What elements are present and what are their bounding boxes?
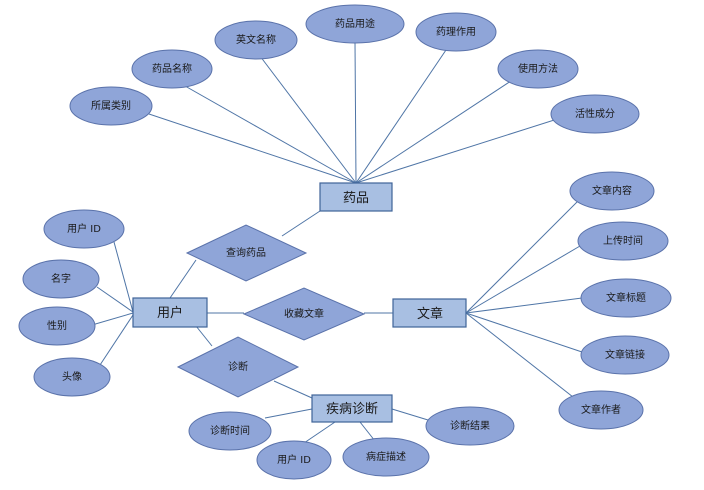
- svg-text:药品: 药品: [343, 191, 369, 206]
- link-diagnosis-time: [264, 408, 313, 419]
- svg-text:性别: 性别: [47, 319, 67, 332]
- attr-drug-method: 使用方法: [497, 49, 579, 89]
- link-article-url: [465, 312, 583, 353]
- svg-text:诊断结果: 诊断结果: [450, 419, 490, 432]
- attr-diagnosis-time: 诊断时间: [188, 411, 272, 451]
- svg-text:疾病诊断: 疾病诊断: [326, 402, 378, 417]
- entity-article: 文章: [392, 298, 467, 328]
- link-diagnose-diagnosis: [273, 380, 313, 399]
- svg-text:病症描述: 病症描述: [366, 450, 406, 463]
- svg-text:文章标题: 文章标题: [606, 291, 646, 304]
- attr-user-gender: 性别: [18, 306, 96, 346]
- relationship-diagnose: 诊断: [176, 336, 300, 398]
- relationship-query-drug: 查询药品: [185, 224, 308, 282]
- svg-text:文章作者: 文章作者: [581, 403, 621, 416]
- attr-article-author: 文章作者: [558, 390, 644, 430]
- svg-text:诊断: 诊断: [228, 360, 248, 373]
- attr-user-name: 名字: [22, 259, 100, 299]
- attr-article-time: 上传时间: [577, 221, 669, 261]
- link-user-id: [113, 241, 134, 313]
- entity-drug: 药品: [319, 182, 393, 212]
- attr-drug-category: 所属类别: [69, 86, 153, 126]
- link-article-title: [465, 297, 583, 314]
- link-query-user: [169, 259, 197, 299]
- svg-text:诊断时间: 诊断时间: [210, 424, 250, 437]
- relationship-collect-article: 收藏文章: [242, 287, 366, 341]
- connector-lines: [91, 41, 583, 444]
- entity-diagnosis: 疾病诊断: [311, 394, 393, 423]
- attr-drug-name: 药品名称: [131, 49, 213, 89]
- svg-text:所属类别: 所属类别: [91, 99, 131, 112]
- svg-text:文章: 文章: [417, 306, 443, 322]
- link-user-diagnose: [195, 325, 213, 347]
- attr-article-title: 文章标题: [580, 278, 672, 318]
- attr-article-content: 文章内容: [569, 171, 655, 211]
- link-drug-pharmacology: [355, 49, 447, 184]
- link-drug-method: [355, 76, 518, 184]
- svg-text:使用方法: 使用方法: [518, 62, 558, 75]
- attr-drug-english-name: 英文名称: [214, 20, 298, 60]
- svg-text:名字: 名字: [51, 272, 71, 285]
- link-drug-name: [177, 81, 357, 184]
- link-drug-ingredient: [355, 114, 571, 184]
- svg-text:头像: 头像: [62, 371, 82, 383]
- svg-text:查询药品: 查询药品: [226, 246, 266, 259]
- svg-text:用户 ID: 用户 ID: [277, 453, 311, 466]
- svg-text:收藏文章: 收藏文章: [284, 307, 324, 320]
- svg-text:英文名称: 英文名称: [236, 33, 276, 46]
- link-article-content: [465, 200, 579, 314]
- attr-diagnosis-symptom: 病症描述: [342, 437, 430, 477]
- link-user-avatar: [99, 314, 134, 366]
- link-article-author: [465, 312, 574, 398]
- link-diagnosis-user-id: [303, 421, 336, 444]
- attr-drug-ingredient: 活性成分: [550, 94, 640, 134]
- svg-text:文章链接: 文章链接: [605, 348, 645, 361]
- link-article-time: [465, 245, 581, 314]
- attr-drug-usage: 药品用途: [305, 4, 405, 44]
- link-drug-english-name: [259, 55, 357, 184]
- svg-text:药品名称: 药品名称: [152, 62, 192, 75]
- link-drug-category: [139, 110, 357, 184]
- attr-user-id: 用户 ID: [43, 209, 125, 249]
- attr-user-avatar: 头像: [33, 357, 111, 397]
- link-user-name: [96, 286, 134, 313]
- link-drug-query: [281, 210, 321, 237]
- svg-text:药品用途: 药品用途: [335, 17, 375, 30]
- link-diagnosis-result: [391, 408, 429, 421]
- entity-user: 用户: [132, 297, 208, 328]
- link-user-gender: [91, 312, 134, 326]
- attr-diagnosis-result: 诊断结果: [425, 406, 515, 446]
- link-diagnosis-symptom: [359, 421, 376, 442]
- attr-drug-pharmacology: 药理作用: [415, 12, 497, 52]
- attr-diagnosis-user-id: 用户 ID: [256, 440, 332, 480]
- svg-text:用户 ID: 用户 ID: [67, 222, 101, 235]
- svg-text:上传时间: 上传时间: [603, 234, 643, 247]
- attr-article-url: 文章链接: [580, 335, 670, 375]
- link-drug-usage: [354, 41, 357, 184]
- svg-text:活性成分: 活性成分: [575, 107, 615, 120]
- svg-text:用户: 用户: [157, 305, 183, 321]
- svg-text:文章内容: 文章内容: [592, 184, 632, 197]
- svg-text:药理作用: 药理作用: [436, 26, 476, 38]
